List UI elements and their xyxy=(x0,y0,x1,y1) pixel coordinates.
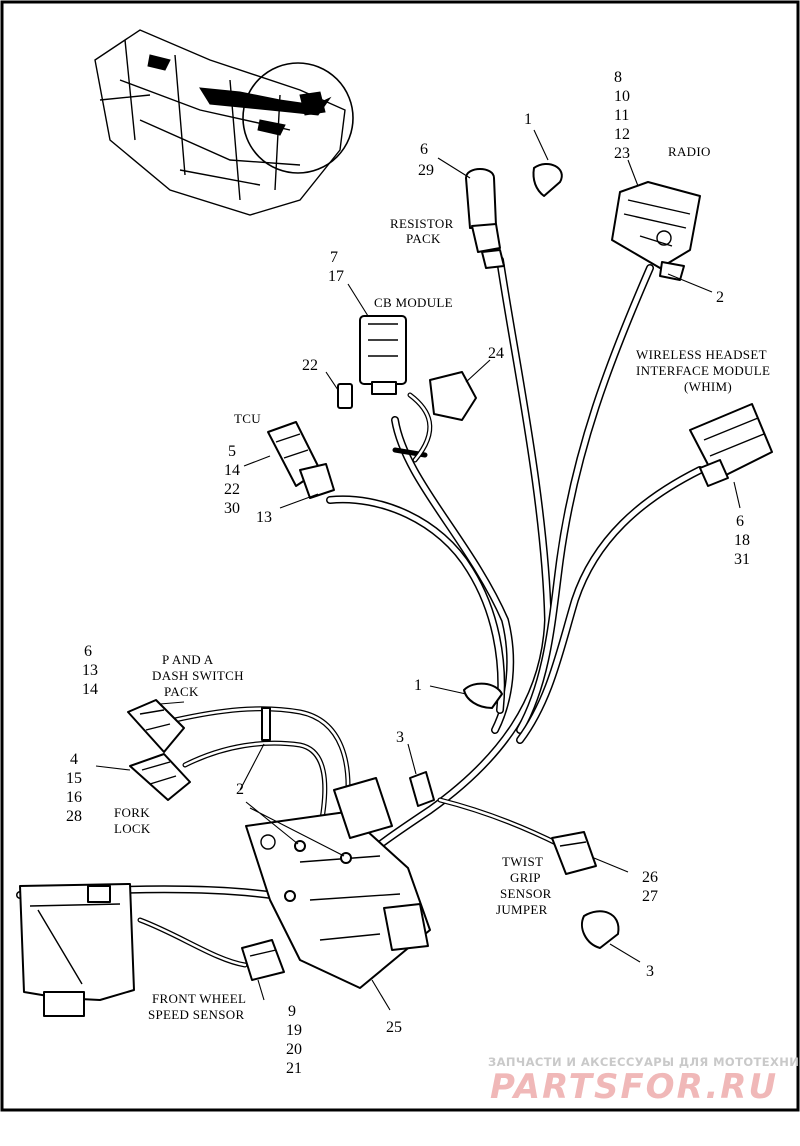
callout-whim-2: 18 xyxy=(734,532,750,549)
leader-lines xyxy=(95,129,741,1011)
bracket-25 xyxy=(245,777,431,989)
label-twist-grip-3: SENSOR xyxy=(500,886,552,901)
label-whim-1: WIRELESS HEADSET xyxy=(636,347,767,362)
label-fork-lock-1: FORK xyxy=(114,805,150,820)
inset-zoom-circle xyxy=(242,62,354,174)
callout-radio-5: 23 xyxy=(614,145,630,162)
p-and-a-dash-switch-connector xyxy=(127,699,185,753)
watermark-tagline: ЗАПЧАСТИ И АКСЕССУАРЫ ДЛЯ МОТОТЕХНИКИ xyxy=(488,1055,800,1069)
watermark-logo: PARTSFOR.RU xyxy=(490,1067,778,1107)
callout-small-22: 22 xyxy=(302,357,318,374)
callout-clip-3: 3 xyxy=(396,729,404,746)
callout-clamp-3: 3 xyxy=(646,963,654,980)
cb-module-connector xyxy=(359,315,407,395)
resistor-pack-connector xyxy=(465,168,505,269)
callout-clip-mid: 1 xyxy=(414,677,422,694)
callout-bracket-25: 25 xyxy=(386,1019,402,1036)
label-twist-grip-2: GRIP xyxy=(510,870,541,885)
callout-radio-2: 10 xyxy=(614,88,630,105)
boot-24 xyxy=(429,371,477,421)
callout-pa-2: 13 xyxy=(82,662,98,679)
callout-radio-4: 12 xyxy=(614,126,630,143)
callout-tcu-1: 5 xyxy=(228,443,236,460)
label-p-and-a-2: DASH SWITCH xyxy=(152,668,244,683)
label-resistor-pack-2: PACK xyxy=(406,231,441,246)
callout-ties-2: 2 xyxy=(236,781,244,798)
label-whim-2: INTERFACE MODULE xyxy=(636,363,770,378)
label-cb-module: CB MODULE xyxy=(374,295,453,310)
callout-front-1: 9 xyxy=(288,1003,296,1020)
callout-whim-1: 6 xyxy=(736,513,744,530)
callout-radio-tie: 2 xyxy=(716,289,724,306)
label-p-and-a-1: P AND A xyxy=(162,652,214,667)
frame-inset-illustration xyxy=(94,29,354,216)
callout-front-3: 20 xyxy=(286,1041,302,1058)
callout-tcu-3: 22 xyxy=(224,481,240,498)
component-labels: RADIO RESISTOR PACK CB MODULE WIRELESS H… xyxy=(114,144,770,1022)
callout-radio-3: 11 xyxy=(614,107,629,124)
clip-1-mid xyxy=(463,682,503,709)
label-fork-lock-2: LOCK xyxy=(114,821,151,836)
handlebar-block xyxy=(19,883,135,1017)
callout-cb-2: 17 xyxy=(328,268,344,285)
callout-pa-3: 14 xyxy=(82,681,98,698)
callout-boot-24: 24 xyxy=(488,345,504,362)
callout-fork-3: 16 xyxy=(66,789,82,806)
watermark: ЗАПЧАСТИ И АКСЕССУАРЫ ДЛЯ МОТОТЕХНИКИ PA… xyxy=(488,1055,800,1107)
label-front-wheel-2: SPEED SENSOR xyxy=(148,1007,244,1022)
callout-tcu-2: 14 xyxy=(224,462,240,479)
callout-twist-1: 26 xyxy=(642,869,658,886)
label-twist-grip-4: JUMPER xyxy=(496,902,548,917)
callout-front-2: 19 xyxy=(286,1022,302,1039)
callout-fork-4: 28 xyxy=(66,808,82,825)
radio-connector xyxy=(611,181,701,281)
callout-front-4: 21 xyxy=(286,1060,302,1077)
front-wheel-speed-sensor-connector xyxy=(241,939,285,981)
clip-1-top xyxy=(532,163,563,197)
callout-twist-2: 27 xyxy=(642,888,658,905)
callout-clip-top: 1 xyxy=(524,111,532,128)
callout-cb-1: 7 xyxy=(330,249,338,266)
label-resistor-pack-1: RESISTOR xyxy=(390,216,454,231)
page-border xyxy=(0,0,800,1112)
callout-radio-1: 8 xyxy=(614,69,622,86)
callout-resistor-2: 29 xyxy=(418,162,434,179)
label-p-and-a-3: PACK xyxy=(164,684,199,699)
callout-pa-1: 6 xyxy=(84,643,92,660)
callout-resistor-1: 6 xyxy=(420,141,428,158)
callout-fork-2: 15 xyxy=(66,770,82,787)
callout-tcu-4: 30 xyxy=(224,500,240,517)
callout-fork-1: 4 xyxy=(70,751,78,768)
label-radio: RADIO xyxy=(668,144,711,159)
terminal-22 xyxy=(337,383,353,409)
twist-grip-sensor-jumper xyxy=(551,831,597,875)
tcu-connector xyxy=(267,421,335,499)
label-whim-3: (WHIM) xyxy=(684,379,732,394)
whim-connector xyxy=(689,403,773,487)
label-twist-grip-1: TWIST xyxy=(502,854,543,869)
callout-whim-3: 31 xyxy=(734,551,750,568)
callout-numbers: 1 6 29 8 10 11 12 23 2 7 17 24 22 5 14 2… xyxy=(66,69,750,1077)
clip-3 xyxy=(409,771,435,807)
clamp-3 xyxy=(581,910,620,949)
fork-lock-connector xyxy=(129,753,191,801)
label-tcu: TCU xyxy=(234,411,261,426)
label-front-wheel-1: FRONT WHEEL xyxy=(152,991,246,1006)
callout-tcu-13: 13 xyxy=(256,509,272,526)
